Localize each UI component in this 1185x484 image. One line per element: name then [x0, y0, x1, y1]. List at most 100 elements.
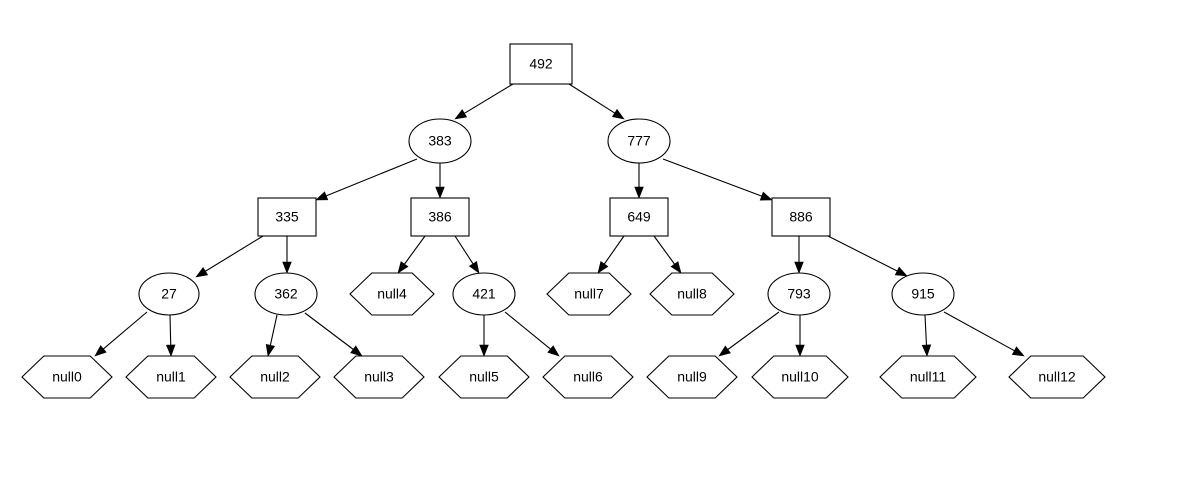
edge-arrowhead — [759, 191, 773, 201]
edge-n492-to-n777 — [568, 83, 625, 120]
edge-arrowhead — [634, 186, 644, 199]
node-n793[interactable]: 793 — [767, 272, 831, 316]
edge-line — [504, 311, 551, 350]
node-null4[interactable]: null4 — [349, 272, 435, 316]
node-n27[interactable]: 27 — [138, 272, 200, 316]
node-shape-box[interactable] — [771, 197, 831, 237]
edge-arrowhead — [1011, 346, 1025, 357]
node-label: null7 — [574, 286, 604, 302]
edge-arrowhead — [597, 261, 609, 274]
node-n386[interactable]: 386 — [410, 197, 470, 237]
node-n335[interactable]: 335 — [257, 197, 317, 237]
edge-n335-to-n362 — [282, 236, 292, 274]
edge-arrowhead — [921, 344, 932, 357]
node-label: 793 — [787, 286, 811, 302]
node-null10[interactable]: null10 — [751, 355, 849, 399]
node-null9[interactable]: null9 — [646, 355, 738, 399]
node-n915[interactable]: 915 — [891, 272, 955, 316]
node-shape-box[interactable] — [609, 197, 669, 237]
node-null1[interactable]: null1 — [125, 355, 217, 399]
node-n649[interactable]: 649 — [609, 197, 669, 237]
node-n421[interactable]: 421 — [452, 272, 516, 316]
edge-line — [269, 314, 278, 346]
edge-arrowhead — [547, 345, 560, 357]
node-label: 421 — [472, 286, 496, 302]
edges-layer — [94, 83, 1025, 357]
node-shape-ellipse[interactable] — [891, 272, 955, 316]
edge-n777-to-n886 — [662, 158, 773, 201]
node-null3[interactable]: null3 — [333, 355, 425, 399]
node-null0[interactable]: null0 — [21, 355, 113, 399]
node-shape-ellipse[interactable] — [254, 272, 318, 316]
node-n383[interactable]: 383 — [408, 118, 472, 164]
node-shape-hexagon[interactable] — [438, 355, 530, 399]
edge-line — [943, 311, 1015, 352]
edge-line — [103, 311, 148, 350]
node-shape-hexagon[interactable] — [125, 355, 217, 399]
edge-line — [325, 158, 418, 197]
edge-arrowhead — [479, 344, 489, 357]
edge-arrowhead — [435, 186, 445, 199]
node-null5[interactable]: null5 — [438, 355, 530, 399]
node-label: 383 — [428, 133, 452, 149]
edge-arrowhead — [611, 108, 625, 120]
edge-n915-to-null11 — [921, 314, 932, 357]
edge-n777-to-n649 — [634, 163, 644, 199]
node-shape-ellipse[interactable] — [767, 272, 831, 316]
node-label: null8 — [677, 286, 707, 302]
node-null12[interactable]: null12 — [1008, 355, 1106, 399]
node-label: null9 — [677, 369, 707, 385]
node-shape-box[interactable] — [410, 197, 470, 237]
node-null7[interactable]: null7 — [546, 272, 632, 316]
edge-arrowhead — [670, 261, 682, 274]
node-shape-hexagon[interactable] — [349, 272, 435, 316]
node-label: null11 — [910, 369, 947, 385]
node-n362[interactable]: 362 — [254, 272, 318, 316]
edge-line — [568, 83, 616, 114]
edge-arrowhead — [94, 345, 107, 357]
edge-n27-to-null0 — [94, 311, 148, 357]
node-label: null1 — [156, 369, 186, 385]
node-shape-hexagon[interactable] — [879, 355, 977, 399]
node-null2[interactable]: null2 — [229, 355, 321, 399]
node-shape-hexagon[interactable] — [649, 272, 735, 316]
node-shape-hexagon[interactable] — [21, 355, 113, 399]
edge-line — [404, 235, 426, 265]
edge-n886-to-n915 — [827, 235, 908, 277]
edge-line — [205, 235, 264, 272]
edge-arrowhead — [165, 344, 176, 357]
node-null6[interactable]: null6 — [542, 355, 634, 399]
node-n886[interactable]: 886 — [771, 197, 831, 237]
node-label: 335 — [275, 209, 299, 225]
node-shape-hexagon[interactable] — [229, 355, 321, 399]
node-null11[interactable]: null11 — [879, 355, 977, 399]
node-shape-hexagon[interactable] — [546, 272, 632, 316]
node-shape-box[interactable] — [509, 43, 573, 85]
node-shape-ellipse[interactable] — [452, 272, 516, 316]
node-shape-hexagon[interactable] — [1008, 355, 1106, 399]
node-n777[interactable]: 777 — [607, 118, 671, 164]
edge-line — [827, 235, 898, 272]
edge-arrowhead — [195, 267, 209, 278]
node-null8[interactable]: null8 — [649, 272, 735, 316]
node-label: 27 — [161, 286, 177, 302]
node-shape-hexagon[interactable] — [751, 355, 849, 399]
node-n492[interactable]: 492 — [509, 43, 573, 85]
node-shape-hexagon[interactable] — [333, 355, 425, 399]
node-label: null2 — [260, 369, 290, 385]
node-shape-hexagon[interactable] — [646, 355, 738, 399]
edge-line — [662, 158, 762, 197]
edge-line — [653, 235, 675, 265]
edge-line — [924, 314, 928, 346]
node-label: 362 — [274, 286, 298, 302]
edge-arrowhead — [794, 261, 804, 274]
node-shape-ellipse[interactable] — [607, 118, 671, 164]
nodes-layer: 492 383 777 335 386 649 886 27 362 null4 421 null7 n… — [21, 43, 1106, 399]
node-shape-ellipse[interactable] — [408, 118, 472, 164]
node-shape-box[interactable] — [257, 197, 317, 237]
node-shape-ellipse[interactable] — [138, 272, 200, 316]
edge-line — [727, 311, 780, 350]
node-shape-hexagon[interactable] — [542, 355, 634, 399]
node-label: null0 — [52, 369, 82, 385]
edge-arrowhead — [315, 191, 329, 201]
